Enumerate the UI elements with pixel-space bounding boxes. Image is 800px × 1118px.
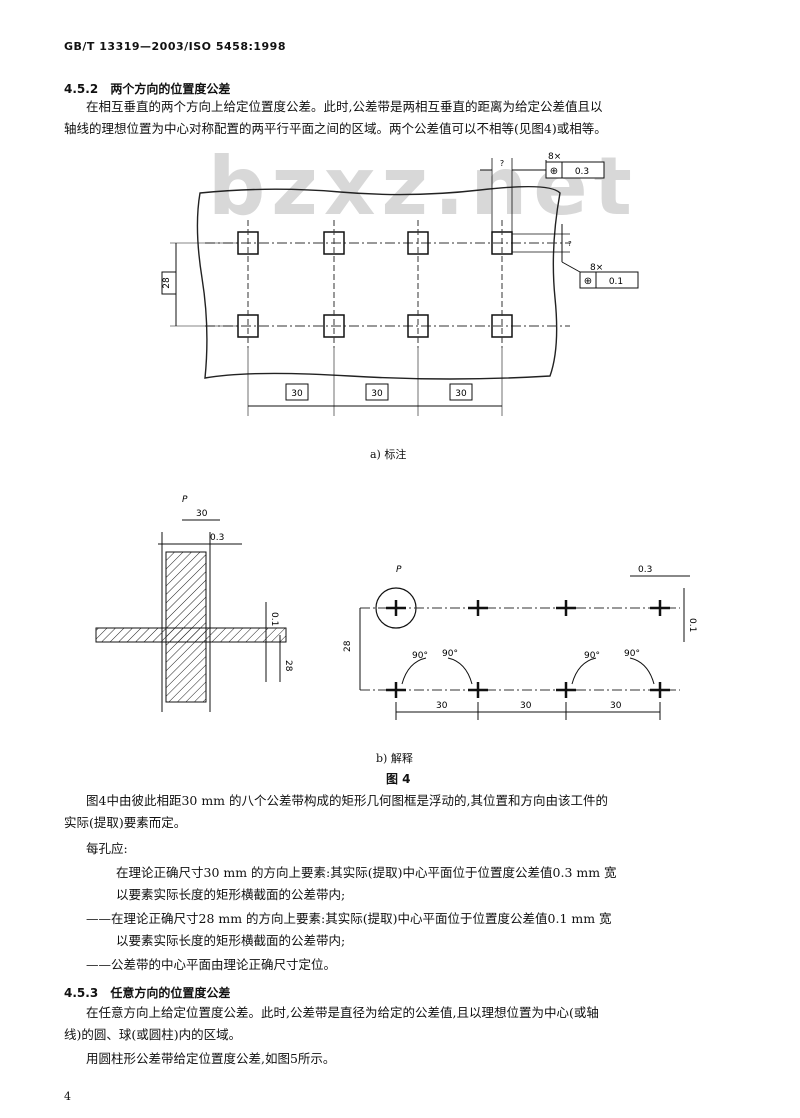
explain-paragraph: 每孔应: [86,841,128,856]
dim-01b-label: 0.1 [687,618,697,632]
section-heading-453: 4.5.3 任意方向的位置度公差 [64,984,230,1001]
section-title: 任意方向的位置度公差 [110,986,231,1000]
angle-label: 90° [412,651,428,661]
section-paragraph: 在相互垂直的两个方向上给定位置度公差。此时,公差带是两相互垂直的距离为给定公差值… [86,99,603,114]
tolerance-frame [545,161,605,179]
label-p2: P [396,565,402,575]
dim-30-label: 30 [291,389,303,399]
bottom-dim-label: 30 [520,701,532,711]
bottom-dim-label: 30 [436,701,448,711]
bottom-dim-label: 30 [610,701,622,711]
frame-value: 0.3 [575,167,589,177]
dimension-box [161,271,177,295]
angle-label: 90° [624,649,640,659]
section-number: 4.5.3 [64,986,99,1000]
section-number: 4.5.2 [64,82,99,96]
angle-label: 90° [442,649,458,659]
section-paragraph: 线)的圆、球(或圆柱)内的区域。 [64,1027,242,1042]
frame-count: 8× [590,263,603,273]
list-item: 在理论正确尺寸30 mm 的方向上要素:其实际(提取)中心平面位于位置度公差值0… [116,865,617,880]
svg-text:?: ? [568,240,572,248]
page-number: 4 [64,1090,71,1103]
dim-30-label: 30 [455,389,467,399]
section-paragraph: 轴线的理想位置为中心对称配置的两平行平面之间的区域。两个公差值可以不相等(见图4… [64,121,607,136]
explain-paragraph: 实际(提取)要素而定。 [64,815,187,830]
section-paragraph: 用圆柱形公差带给定位置度公差,如图5所示。 [86,1051,336,1066]
figure-b-caption: b) 解释 [376,752,413,765]
frame-value: 0.1 [609,277,623,287]
position-symbol: ⊕ [584,276,592,287]
section-title: 两个方向的位置度公差 [110,82,231,96]
dimension-box [365,383,389,401]
dim-01-label: 0.1 [269,612,279,626]
dim-30-label: 30 [196,509,208,519]
tolerance-frame [579,271,639,289]
dimension-box [449,383,473,401]
explain-paragraph: 图4中由彼此相距30 mm 的八个公差带构成的矩形几何图框是浮动的,其位置和方向… [86,793,608,808]
list-item: ——公差带的中心平面由理论正确尺寸定位。 [86,957,337,972]
page-header: GB/T 13319—2003/ISO 5458:1998 [64,40,286,53]
dim-30-label: 30 [371,389,383,399]
tolerance-zone-horizontal [95,627,287,643]
angle-label: 90° [584,651,600,661]
dim-28-label: 28 [283,660,293,672]
list-item: 以要素实际长度的矩形横截面的公差带内; [116,933,346,948]
frame-count: 8× [548,152,561,162]
tolerance-zone-vertical [165,551,207,703]
dimension-box [285,383,309,401]
svg-text:?: ? [500,159,504,168]
dim-28b-label: 28 [343,640,353,652]
section-heading-452: 4.5.2 两个方向的位置度公差 [64,80,230,97]
part-outline [196,185,561,380]
figure-title: 图 4 [386,772,411,786]
figure-b-drawing: P 30 0.3 0.1 28 P 28 0.3 0.1 90° 90° 90°… [95,495,697,720]
dim-03b-label: 0.3 [638,565,652,575]
figure-a-caption: a) 标注 [370,448,407,461]
watermark: bzxz.net [208,140,638,233]
figure-a-drawing: 28 30 30 30 ? ? 8× ⊕ 0.3 8× ⊕ 0.1 [161,152,639,416]
label-p: P [182,495,188,505]
dim-03-label: 0.3 [210,533,224,543]
position-symbol: ⊕ [550,166,558,177]
list-item: 以要素实际长度的矩形横截面的公差带内; [116,887,346,902]
list-item: ——在理论正确尺寸28 mm 的方向上要素:其实际(提取)中心平面位于位置度公差… [86,911,612,926]
dim-28-label: 28 [162,277,172,289]
section-paragraph: 在任意方向上给定位置度公差。此时,公差带是直径为给定的公差值,且以理想位置为中心… [86,1005,599,1020]
